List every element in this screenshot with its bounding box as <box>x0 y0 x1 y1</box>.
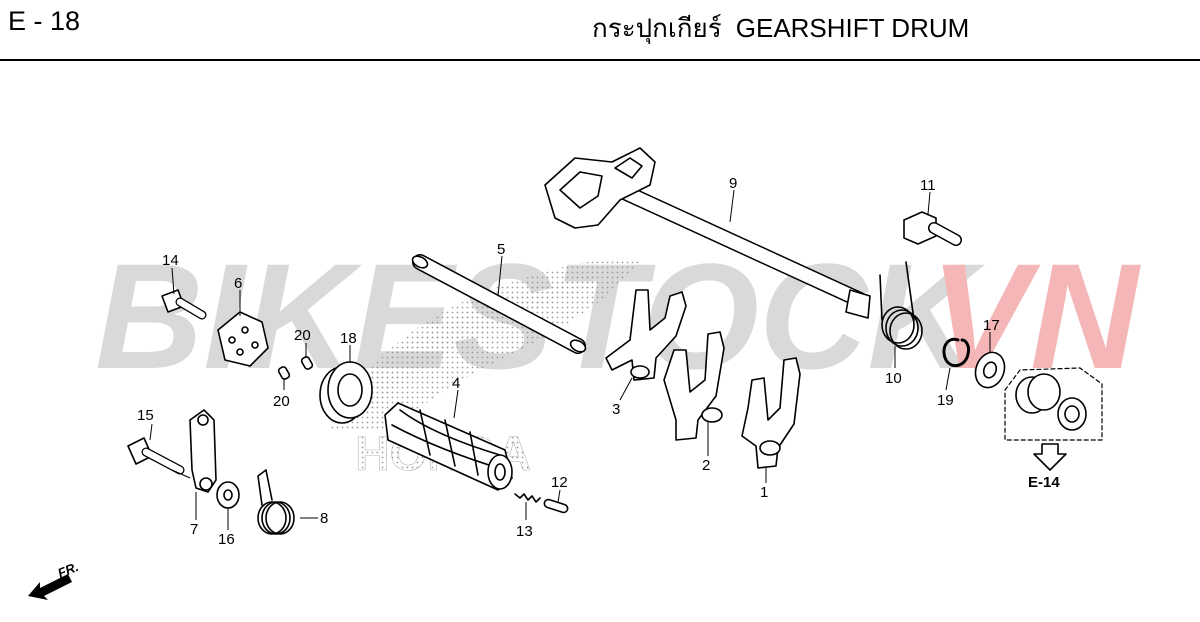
callout-5: 5 <box>497 241 505 258</box>
washer-16 <box>216 481 240 509</box>
callout-13: 13 <box>516 523 533 540</box>
spring-13 <box>514 493 541 503</box>
callout-3: 3 <box>612 401 620 418</box>
callout-1: 1 <box>760 484 768 501</box>
callout-6: 6 <box>234 275 242 292</box>
page-title: กระปุกเกียร์ GEARSHIFT DRUM <box>592 8 969 49</box>
callout-14: 14 <box>162 252 179 269</box>
circlip <box>942 337 970 368</box>
bolt-14 <box>161 289 207 320</box>
shift-fork-2 <box>663 331 725 441</box>
pin-12 <box>543 498 569 514</box>
callout-4: 4 <box>452 375 460 392</box>
callout-11: 11 <box>920 177 936 194</box>
front-direction-arrow: FR. <box>28 559 81 600</box>
callout-17: 17 <box>983 317 1000 334</box>
bolt-11 <box>903 211 962 246</box>
title-thai: กระปุกเกียร์ <box>592 13 722 43</box>
callout-19: 19 <box>937 392 954 409</box>
reference-label: E-14 <box>1028 474 1060 491</box>
callout-10: 10 <box>885 370 902 387</box>
callout-7: 7 <box>190 521 198 538</box>
page-header: E - 18 กระปุกเกียร์ GEARSHIFT DRUM <box>0 0 1200 61</box>
watermark-red-text: VN <box>930 232 1141 400</box>
callout-20-lower: 20 <box>273 393 290 410</box>
shift-fork-shaft <box>411 254 587 354</box>
callout-18: 18 <box>340 330 357 347</box>
washer-17 <box>974 351 1006 389</box>
callout-labels: 14 6 20 20 18 4 5 9 11 10 19 17 3 2 1 15… <box>137 175 1000 548</box>
shift-fork-3 <box>605 289 687 381</box>
shift-fork-1 <box>741 357 801 469</box>
gearshift-spindle <box>544 147 871 319</box>
callout-12: 12 <box>551 474 568 491</box>
radial-bearing <box>319 361 373 424</box>
gearshift-drum <box>384 402 513 491</box>
title-english: GEARSHIFT DRUM <box>735 13 970 43</box>
front-direction-label: FR. <box>56 559 81 581</box>
shift-drum-center <box>217 311 269 367</box>
stopper-arm-spring <box>257 469 295 535</box>
header-rule <box>0 59 1200 61</box>
reference-parts-box <box>1004 367 1103 471</box>
callout-15: 15 <box>137 407 154 424</box>
return-spring <box>879 261 923 350</box>
bolt-15 <box>127 437 185 475</box>
callout-16: 16 <box>218 531 235 548</box>
page-code: E - 18 <box>8 6 81 36</box>
callout-2: 2 <box>702 457 710 474</box>
callout-20-upper: 20 <box>294 327 311 344</box>
dowel-pins <box>277 356 314 380</box>
drum-stopper-arm <box>189 409 217 493</box>
callout-8: 8 <box>320 510 328 527</box>
leader-lines <box>149 189 991 530</box>
callout-9: 9 <box>729 175 737 192</box>
